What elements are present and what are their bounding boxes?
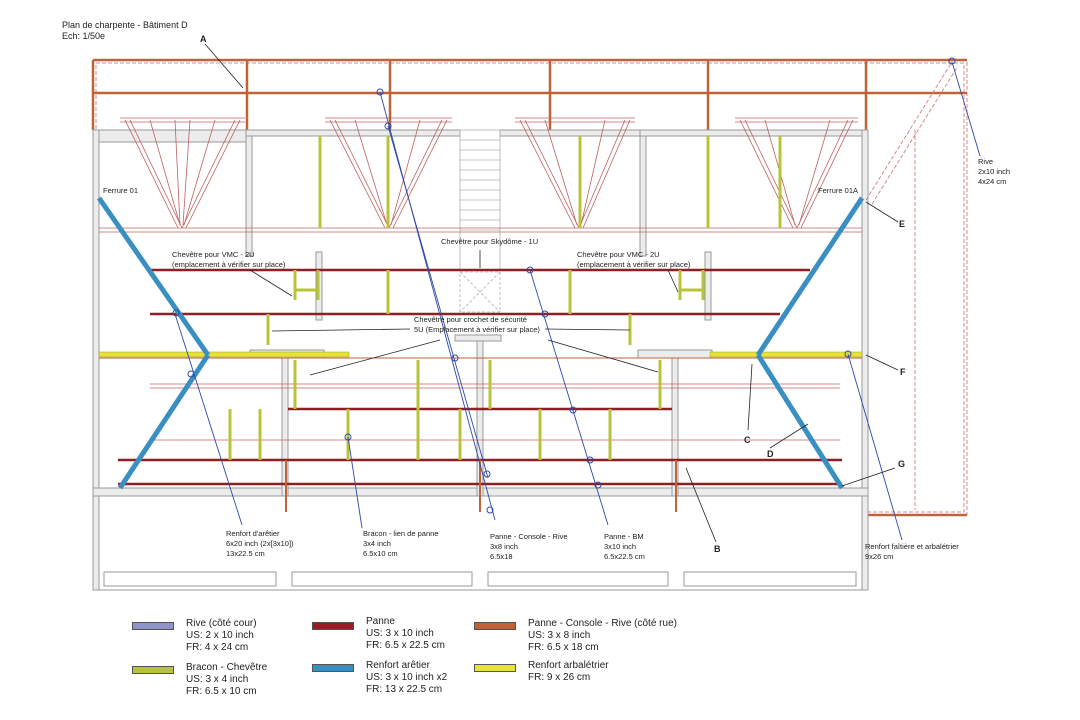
secondary-beams [99,227,862,441]
crochet-label: Chevêtre pour crochet de sécurité [414,315,527,324]
outer-rive-outline [92,59,968,516]
legend: Rive (côté cour) US: 2 x 10 inch FR: 4 x… [0,616,1080,716]
legend-item-panne: Panne US: 3 x 10 inch FR: 6.5 x 22.5 cm [366,616,445,652]
bracons [228,136,782,460]
walls [92,129,869,591]
ref-letter-b: B [714,544,721,554]
ref-letter-f: F [900,367,906,377]
corner-diagonal [865,61,959,510]
annotation-arrows [204,43,899,543]
legend-swatch-console [474,622,516,630]
ref-letter-c: C [744,435,751,445]
staircase [459,129,501,313]
callout-rive-us: 2x10 inch [978,167,1010,176]
vmc-right-note: (emplacement à vérifier sur place) [577,260,691,269]
legend-swatch-bracon [132,666,174,674]
legend-panne-fr: FR: 6.5 x 22.5 cm [366,640,445,651]
callout-bm-us: 3x10 inch [604,542,636,551]
legend-item-console: Panne - Console - Rive (côté rue) US: 3 … [528,618,677,654]
callout-bracon-fr: 6.5x10 cm [363,549,398,558]
drawing-scale: Ech: 1/50e [62,31,106,41]
legend-bracon-us: US: 3 x 4 inch [186,674,249,685]
framing-plan: Ferrure 01 Ferrure 01A Chevêtre pour VMC… [91,34,1010,591]
legend-swatch-panne [312,622,354,630]
leader-lines [174,61,981,541]
callout-bracon: Bracon - lien de panne 3x4 inch 6.5x10 c… [363,529,438,558]
legend-arretier-us: US: 3 x 10 inch x2 [366,672,448,683]
callout-console-title: Panne - Console - Rive [490,532,568,541]
ref-letter-g: G [898,459,905,469]
top-console-band [91,58,967,517]
vmc-left-label: Chevêtre pour VMC - 2U [172,250,255,259]
callout-rive-title: Rive [978,157,993,166]
callout-console-us: 3x8 inch [490,542,518,551]
legend-rive-us: US: 2 x 10 inch [186,630,254,641]
callout-aretier-us: 6x20 inch (2x[3x10]) [226,539,294,548]
legend-console-fr: FR: 6.5 x 18 cm [528,642,599,653]
arbaletrier-band [98,351,863,359]
legend-arretier-title: Renfort arêtier [366,660,430,671]
callout-bm-fr: 6.5x22.5 cm [604,552,645,561]
callout-console-fr: 6.5x18 [490,552,513,561]
ref-letter-a: A [200,34,207,44]
renfort-aretier [96,196,865,490]
skydome-label: Chevêtre pour Skydôme - 1U [441,237,538,246]
vmc-left-note: (emplacement à vérifier sur place) [172,260,286,269]
legend-console-title: Panne - Console - Rive (côté rue) [528,618,677,629]
callout-renfort-aretier: Renfort d'arêtier 6x20 inch (2x[3x10]) 1… [226,529,294,558]
ferrure-01-label: Ferrure 01 [103,186,138,195]
ref-letter-e: E [899,219,905,229]
legend-rive-title: Rive (côté cour) [186,618,257,629]
fan-truss-3 [515,117,635,229]
fan-truss-2 [325,117,452,229]
legend-panne-title: Panne [366,616,395,627]
callout-rive-fr: 4x24 cm [978,177,1006,186]
legend-arbaletrier-fr: FR: 9 x 26 cm [528,672,591,683]
crochet-note: 5U (Emplacement à vérifier sur place) [414,325,540,334]
legend-bracon-fr: FR: 6.5 x 10 cm [186,686,257,697]
bottom-console-posts [285,460,677,512]
legend-swatch-arbaletrier [474,664,516,672]
ferrure-01a-label: Ferrure 01A [818,186,858,195]
drawing-header: Plan de charpente - Bâtiment D Ech: 1/50… [62,20,188,42]
legend-console-us: US: 3 x 8 inch [528,630,591,641]
legend-item-arretier: Renfort arêtier US: 3 x 10 inch x2 FR: 1… [366,660,447,696]
legend-rive-fr: FR: 4 x 24 cm [186,642,249,653]
callout-faitiere-title: Renfort faîtière et arbalétrier [865,542,959,551]
vmc-right-label: Chevêtre pour VMC - 2U [577,250,660,259]
callout-bracon-us: 3x4 inch [363,539,391,548]
callout-bm-title: Panne - BM [604,532,644,541]
legend-panne-us: US: 3 x 10 inch [366,628,434,639]
legend-bracon-title: Bracon - Chevêtre [186,662,268,673]
fan-trusses [120,117,858,229]
legend-item-rive: Rive (côté cour) US: 2 x 10 inch FR: 4 x… [186,618,257,654]
callout-panne-bm: Panne - BM 3x10 inch 6.5x22.5 cm [604,532,645,561]
legend-item-bracon: Bracon - Chevêtre US: 3 x 4 inch FR: 6.5… [186,662,267,698]
drawing-title: Plan de charpente - Bâtiment D [62,20,188,30]
callout-rive: Rive 2x10 inch 4x24 cm [978,157,1010,186]
legend-arretier-fr: FR: 13 x 22.5 cm [366,684,443,695]
leader-markers [172,57,956,514]
legend-item-arbaletrier: Renfort arbalétrier FR: 9 x 26 cm [528,660,609,684]
legend-swatch-rive [132,622,174,630]
legend-arbaletrier-title: Renfort arbalétrier [528,660,609,671]
callout-aretier-title: Renfort d'arêtier [226,529,280,538]
callout-renfort-faitiere: Renfort faîtière et arbalétrier 9x26 cm [865,542,959,561]
legend-swatch-arretier [312,664,354,672]
callout-aretier-fr: 13x22.5 cm [226,549,265,558]
callout-bracon-title: Bracon - lien de panne [363,529,438,538]
callout-panne-console: Panne - Console - Rive 3x8 inch 6.5x18 [490,532,568,561]
fan-truss-1 [120,117,245,229]
ref-letter-d: D [767,449,774,459]
callout-faitiere-fr: 9x26 cm [865,552,893,561]
